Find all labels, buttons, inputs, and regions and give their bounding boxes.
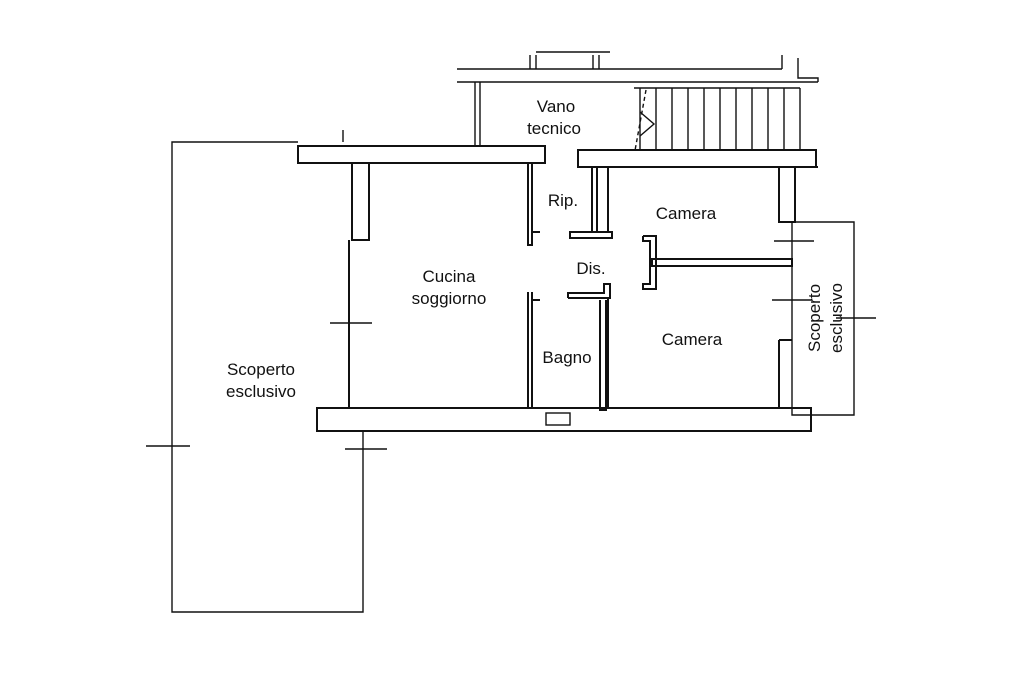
label-bagno: Bagno: [542, 348, 591, 367]
top-structure: [457, 51, 819, 146]
label-camera-1: Camera: [656, 204, 717, 223]
label-ripostiglio: Rip.: [548, 191, 578, 210]
label-cucina-soggiorno-1: Cucina: [423, 267, 476, 286]
label-cucina-soggiorno-2: soggiorno: [412, 289, 487, 308]
right-scoperto-outline: [772, 221, 876, 416]
label-camera-2: Camera: [662, 330, 723, 349]
room-labels: Vano tecnico Rip. Dis. Cucina soggiorno …: [226, 97, 846, 401]
label-scoperto-left-1: Scoperto: [227, 360, 295, 379]
stairs: [633, 87, 801, 157]
label-scoperto-right-2: esclusivo: [827, 283, 846, 353]
label-scoperto-right-1: Scoperto: [805, 284, 824, 352]
label-vano-tecnico-1: Vano: [537, 97, 575, 116]
building-walls: [297, 145, 818, 432]
label-scoperto-left-2: esclusivo: [226, 382, 296, 401]
label-disimpegno: Dis.: [576, 259, 605, 278]
label-vano-tecnico-2: tecnico: [527, 119, 581, 138]
left-scoperto-outline: [146, 130, 387, 613]
